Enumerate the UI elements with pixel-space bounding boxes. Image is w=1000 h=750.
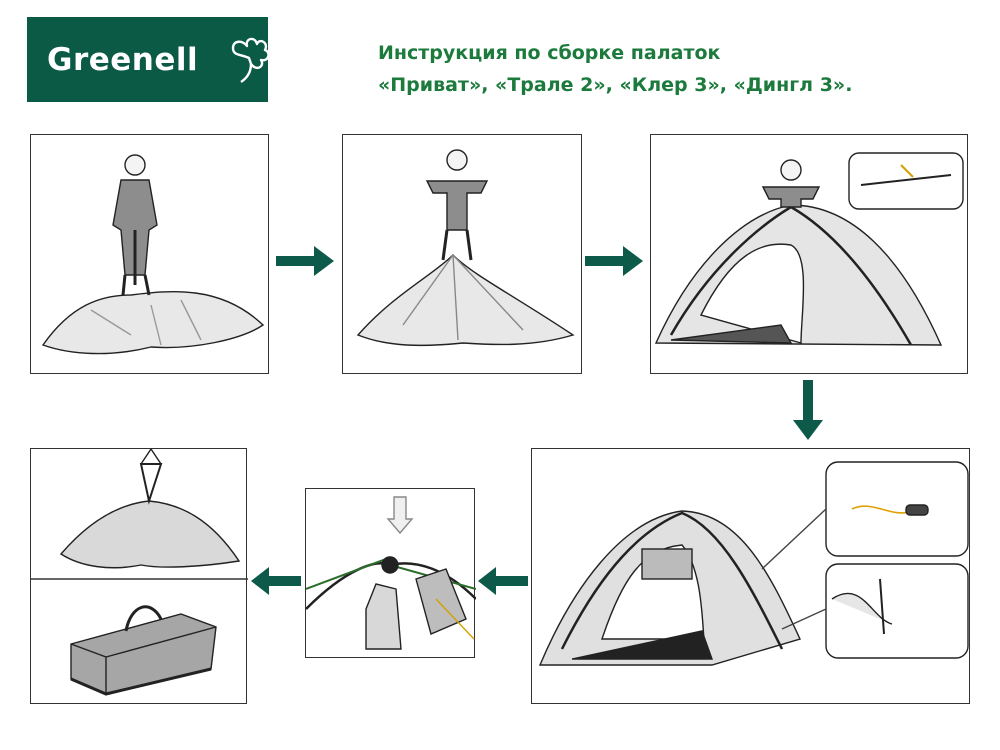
arrow-left-2 — [251, 567, 301, 595]
arrow-right-2 — [585, 246, 643, 276]
step-panel-4 — [531, 448, 970, 704]
step-panel-6 — [30, 448, 248, 704]
title-line-2: «Приват», «Трале 2», «Клер 3», «Дингл 3»… — [378, 74, 853, 96]
arrow-down — [793, 380, 823, 440]
step-panel-1 — [30, 134, 269, 374]
step-panel-2 — [342, 134, 582, 374]
arrow-left-1 — [478, 567, 528, 595]
assembled-tent-with-stake-details-icon — [538, 461, 969, 666]
arrow-right-1 — [276, 246, 334, 276]
clover-icon — [231, 37, 270, 83]
step-panel-5 — [305, 488, 476, 658]
step-panel-3 — [650, 134, 968, 374]
folded-tent-and-carry-bag-icon — [31, 449, 248, 696]
brand-name: Greenell — [47, 41, 199, 78]
title-line-1: Инструкция по сборке палаток — [378, 42, 721, 64]
instruction-title: Инструкция по сборке палаток «Приват», «… — [378, 37, 852, 101]
person-lifting-tent-icon — [356, 149, 575, 347]
pressing-tent-hub-down-icon — [306, 496, 476, 650]
tent-unfolding-with-clip-detail-icon — [654, 152, 964, 346]
person-holding-folded-tent-icon — [41, 154, 265, 355]
brand-logo: Greenell — [27, 17, 270, 102]
